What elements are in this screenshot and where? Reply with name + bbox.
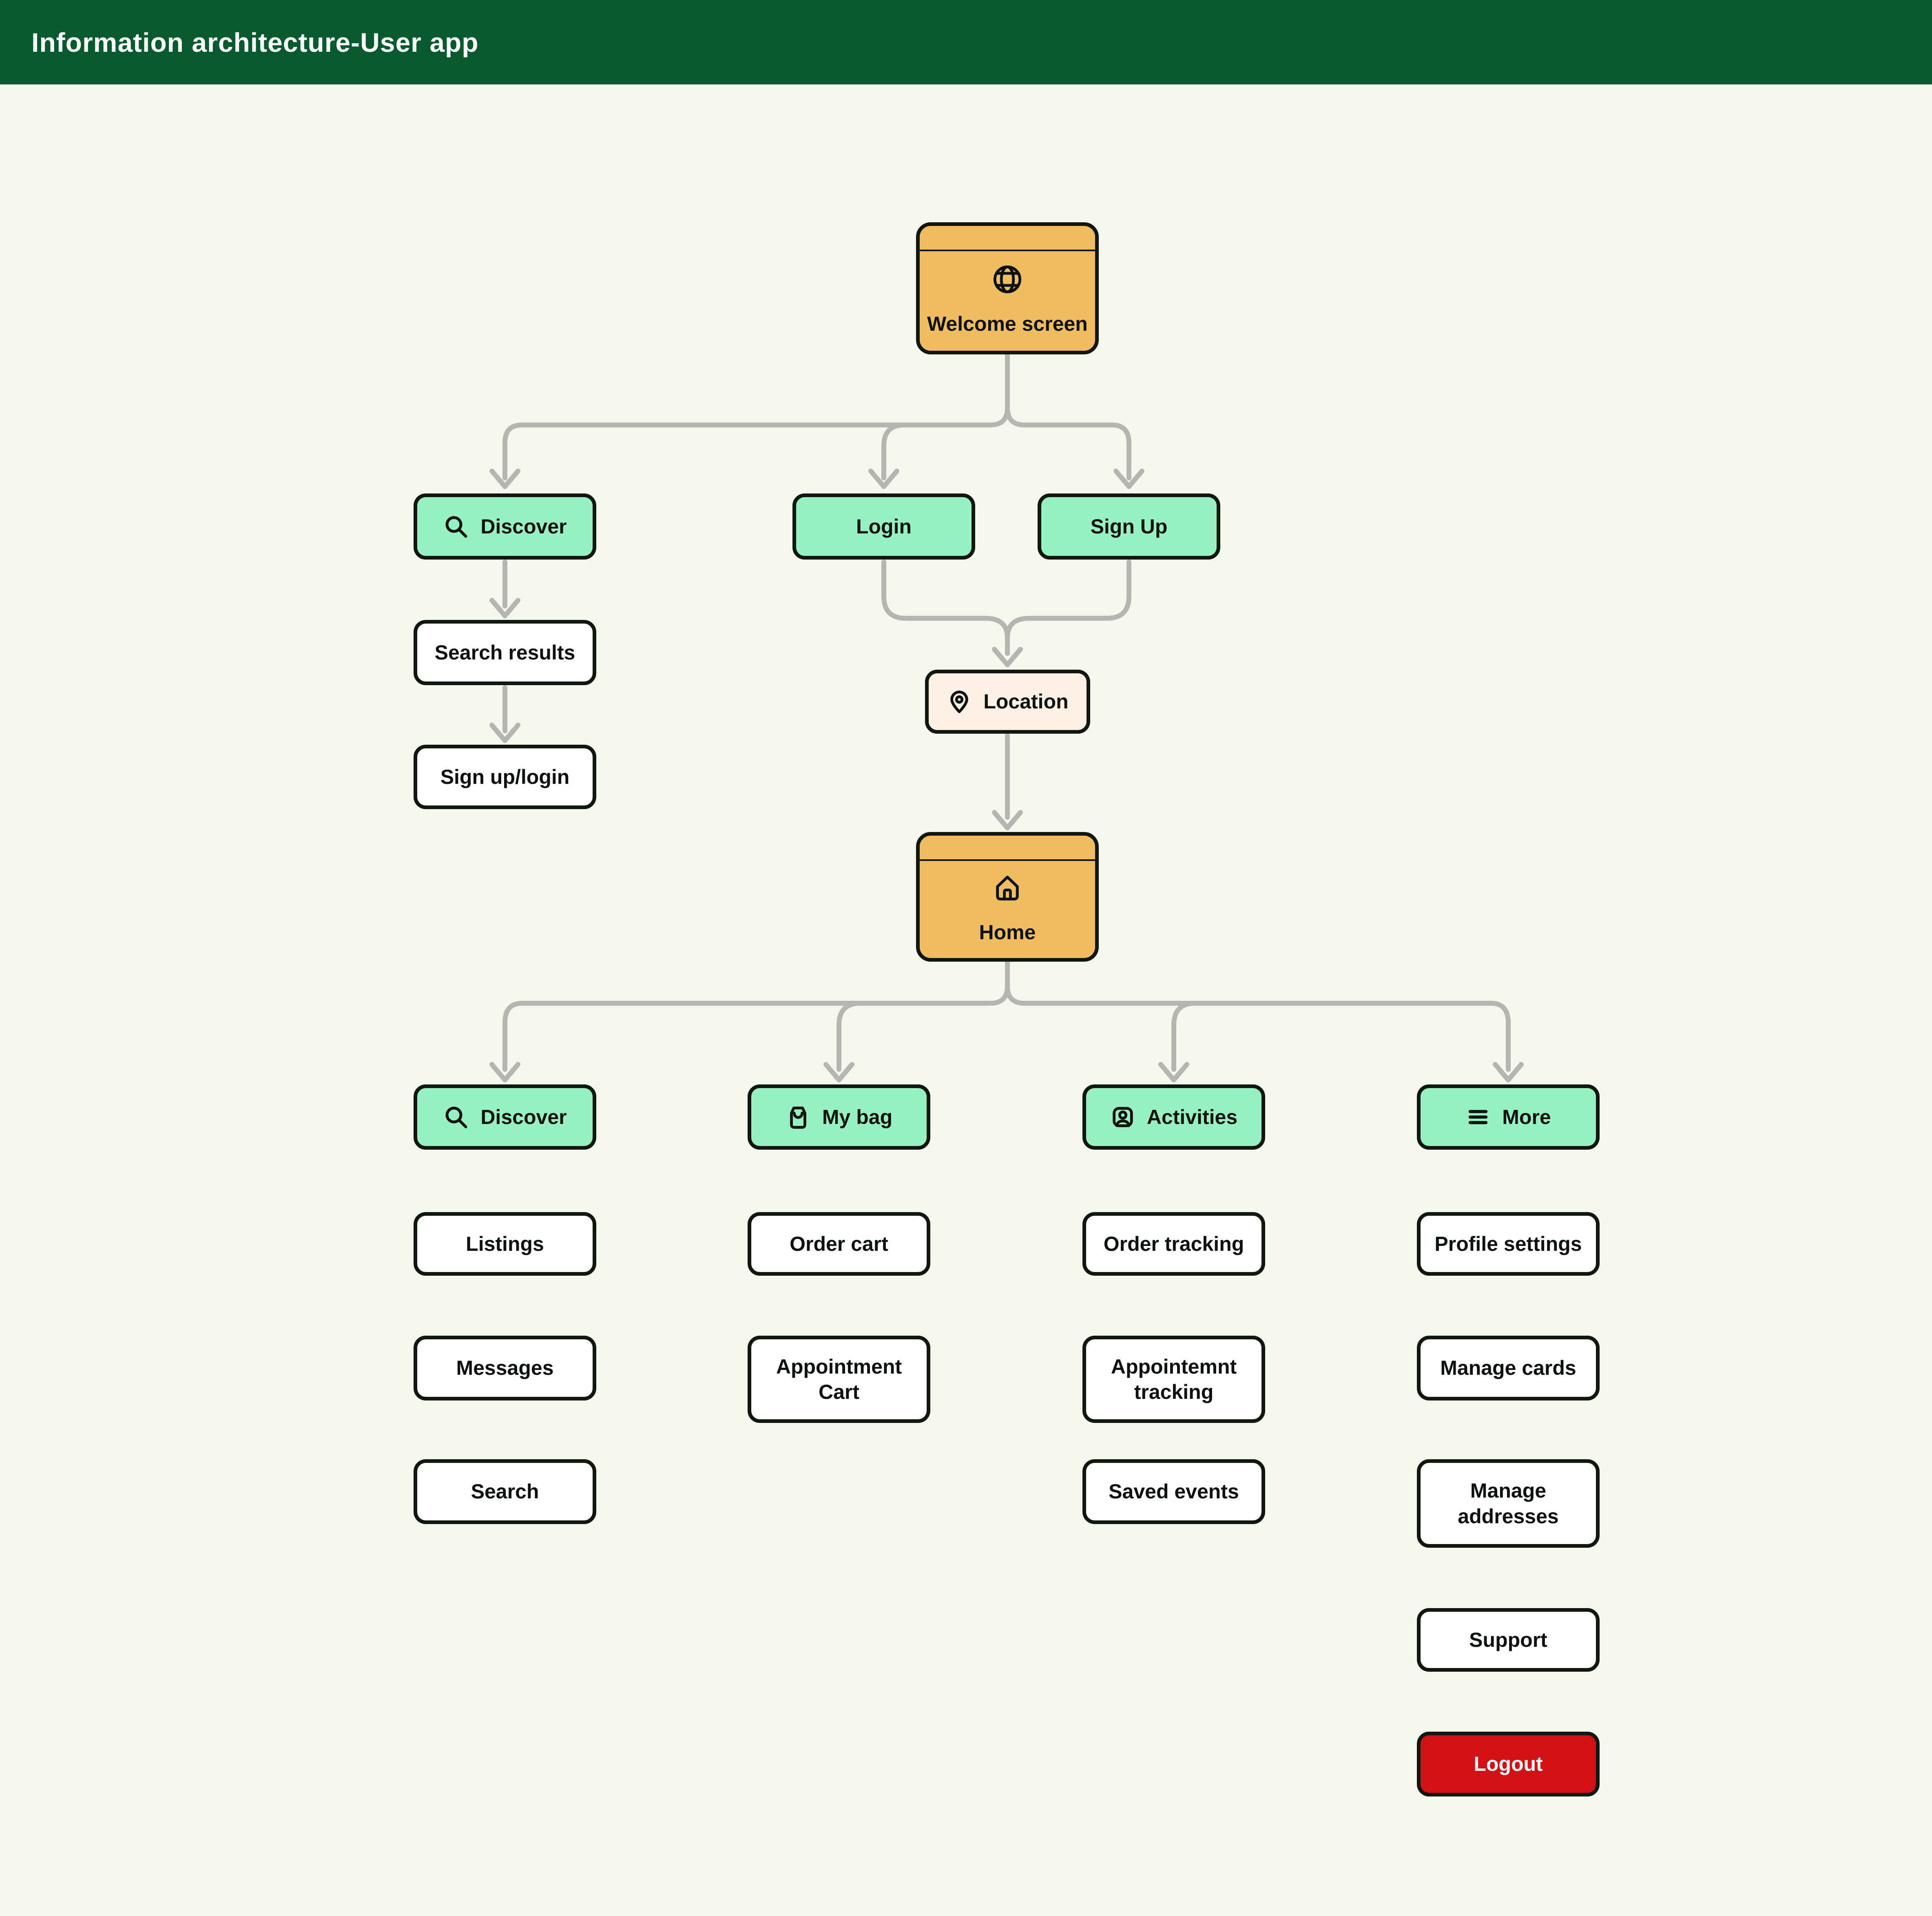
node-discover[interactable]: Discover bbox=[414, 1084, 596, 1150]
node-label: Appointment Cart bbox=[776, 1355, 902, 1404]
node-label: Discover bbox=[480, 515, 567, 538]
node-home[interactable]: Home bbox=[916, 832, 1099, 962]
user-icon bbox=[1110, 1104, 1135, 1130]
node-location[interactable]: Location bbox=[925, 670, 1090, 734]
node-discover-top[interactable]: Discover bbox=[414, 493, 596, 560]
node-label: Order cart bbox=[790, 1232, 888, 1255]
app-header: Information architecture-User app bbox=[0, 0, 1932, 84]
node-order-cart[interactable]: Order cart bbox=[748, 1212, 930, 1276]
home-icon bbox=[992, 872, 1023, 903]
node-welcome-screen[interactable]: Welcome screen bbox=[916, 222, 1099, 354]
location-pin-icon bbox=[947, 689, 972, 715]
node-my-bag[interactable]: My bag bbox=[748, 1084, 930, 1150]
node-search[interactable]: Search bbox=[414, 1459, 596, 1524]
node-label: Manage addresses bbox=[1458, 1479, 1559, 1528]
node-saved-events[interactable]: Saved events bbox=[1082, 1459, 1265, 1524]
window-title-bar bbox=[920, 836, 1095, 861]
node-sign-up[interactable]: Sign Up bbox=[1038, 493, 1220, 560]
node-label: Discover bbox=[480, 1105, 567, 1128]
node-label: Welcome screen bbox=[927, 312, 1088, 335]
node-label: Messages bbox=[456, 1356, 554, 1380]
node-appointemnt-tracking[interactable]: Appointemnt tracking bbox=[1082, 1336, 1265, 1423]
node-activities[interactable]: Activities bbox=[1082, 1084, 1265, 1150]
page-title: Information architecture-User app bbox=[31, 27, 479, 58]
search-icon bbox=[443, 513, 469, 540]
node-label: Activities bbox=[1146, 1105, 1238, 1128]
node-support[interactable]: Support bbox=[1417, 1608, 1600, 1672]
node-search-results[interactable]: Search results bbox=[414, 620, 596, 685]
node-appointment-cart[interactable]: Appointment Cart bbox=[748, 1336, 930, 1423]
window-title-bar bbox=[920, 226, 1095, 251]
globe-icon bbox=[992, 264, 1023, 295]
node-label: Profile settings bbox=[1434, 1232, 1582, 1255]
node-order-tracking[interactable]: Order tracking bbox=[1082, 1212, 1265, 1276]
node-manage-cards[interactable]: Manage cards bbox=[1417, 1336, 1600, 1400]
menu-icon bbox=[1465, 1104, 1491, 1130]
node-logout[interactable]: Logout bbox=[1417, 1732, 1600, 1797]
node-label: Login bbox=[856, 515, 912, 538]
shopping-bag-icon bbox=[786, 1104, 811, 1130]
node-messages[interactable]: Messages bbox=[414, 1336, 596, 1400]
node-label: Saved events bbox=[1109, 1480, 1239, 1503]
node-listings[interactable]: Listings bbox=[414, 1212, 596, 1276]
node-label: Order tracking bbox=[1103, 1232, 1244, 1255]
node-label: Search bbox=[471, 1480, 539, 1503]
node-profile-settings[interactable]: Profile settings bbox=[1417, 1212, 1600, 1276]
node-label: Appointemnt tracking bbox=[1111, 1355, 1237, 1404]
node-sign-up-login[interactable]: Sign up/login bbox=[414, 745, 596, 809]
node-label: Location bbox=[983, 690, 1069, 713]
node-label: Home bbox=[979, 920, 1036, 944]
node-label: Logout bbox=[1474, 1752, 1543, 1776]
node-more[interactable]: More bbox=[1417, 1084, 1600, 1150]
search-icon bbox=[443, 1104, 469, 1130]
node-label: Listings bbox=[466, 1232, 544, 1255]
node-label: My bag bbox=[822, 1105, 893, 1128]
node-manage-addresses[interactable]: Manage addresses bbox=[1417, 1459, 1600, 1548]
node-label: More bbox=[1502, 1105, 1551, 1128]
node-label: Support bbox=[1469, 1628, 1547, 1651]
node-label: Sign up/login bbox=[440, 765, 570, 788]
node-label: Manage cards bbox=[1440, 1356, 1576, 1380]
node-label: Search results bbox=[434, 641, 575, 664]
node-login[interactable]: Login bbox=[792, 493, 975, 560]
node-label: Sign Up bbox=[1090, 515, 1168, 538]
